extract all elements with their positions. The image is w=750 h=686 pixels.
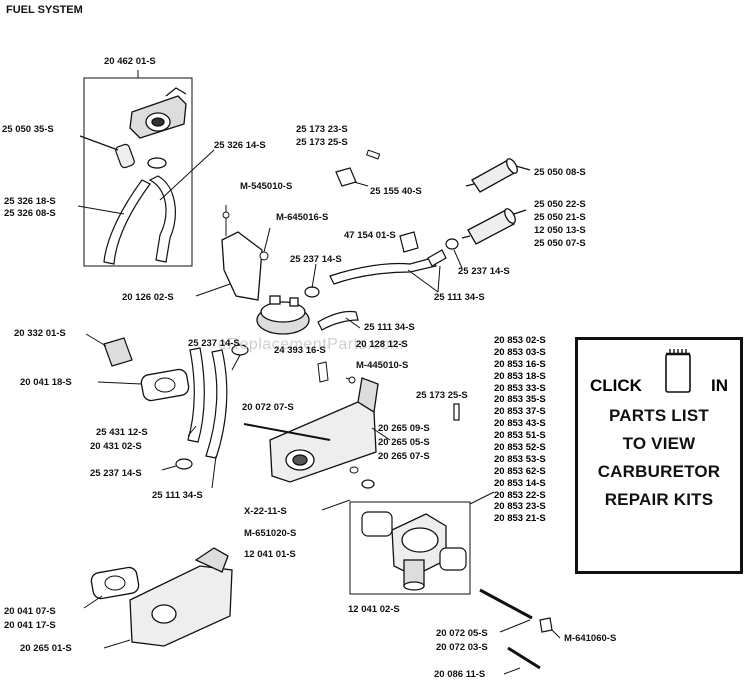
- label-25-326-08: 25 326 08-S: [4, 208, 56, 219]
- notebook-icon: [665, 349, 691, 393]
- inline-filter-top-drawing: [465, 158, 531, 193]
- diagram-title: FUEL SYSTEM: [6, 4, 83, 16]
- lower-manifold-drawing: [129, 547, 233, 647]
- label-20-086-11: 20 086 11-S: [434, 669, 486, 680]
- label-25-326-14: 25 326 14-S: [214, 140, 266, 151]
- in-text: IN: [711, 376, 728, 395]
- watermark: eReplacementParts.com: [218, 336, 404, 353]
- label-20-128-12: 20 128 12-S: [356, 339, 408, 350]
- carb-part-number: 20 853 33-S: [494, 382, 546, 394]
- carb-part-number: 20 853 43-S: [494, 418, 546, 430]
- callout-line-repair-kits: REPAIR KITS: [604, 490, 714, 509]
- label-20-332-01: 20 332 01-S: [14, 328, 66, 339]
- label-25-050-35: 25 050 35-S: [2, 124, 54, 135]
- label-25-237-14-pump: 25 237 14-S: [290, 254, 342, 265]
- label-12-041-01: 12 041 01-S: [244, 549, 296, 560]
- bracket-drawing: [221, 231, 263, 301]
- callout-line-carburetor: CARBURETOR: [597, 462, 721, 481]
- label-m-645016: M-645016-S: [276, 212, 329, 223]
- carb-part-number: 20 853 22-S: [494, 489, 546, 501]
- label-20-265-07: 20 265 07-S: [378, 451, 430, 462]
- carb-part-number: 20 853 16-S: [494, 358, 546, 370]
- label-m-545010: M-545010-S: [240, 181, 293, 192]
- label-25-326-18: 25 326 18-S: [4, 196, 56, 207]
- label-25-111-34-lower: 25 111 34-S: [152, 490, 203, 501]
- label-12-050-13: 12 050 13-S: [534, 225, 586, 236]
- carburetor-drawing: [391, 513, 447, 591]
- label-x-22-11: X-22-11-S: [244, 506, 287, 517]
- carb-part-number: 20 853 02-S: [494, 335, 546, 346]
- label-25-173-23: 25 173 23-S: [296, 124, 348, 135]
- label-25-237-14-filter: 25 237 14-S: [458, 266, 510, 277]
- carb-part-number: 20 853 14-S: [494, 477, 546, 489]
- label-m-445010: M-445010-S: [356, 360, 409, 371]
- label-25-173-25-mid: 25 173 25-S: [416, 390, 468, 401]
- fuel-tank-drawing: [129, 87, 187, 139]
- fuel-line-drawing: [329, 257, 437, 285]
- label-25-111-34-mid: 25 111 34-S: [364, 322, 415, 333]
- fuel-pump-drawing: [256, 295, 310, 335]
- carb-part-number: 20 853 51-S: [494, 430, 546, 442]
- callout-line-parts-list: PARTS LIST: [609, 406, 709, 425]
- label-20-041-17: 20 041 17-S: [4, 620, 56, 631]
- label-20-126-02: 20 126 02-S: [122, 292, 174, 303]
- carb-part-number: 20 853 21-S: [494, 513, 546, 525]
- label-20-265-01: 20 265 01-S: [20, 643, 72, 654]
- label-20-462-01: 20 462 01-S: [104, 56, 156, 67]
- carburetor-repair-kits-link[interactable]: CLICK IN PARTS LIST TO VIEW CARBURETOR R…: [575, 337, 743, 574]
- carb-part-number: 20 853 23-S: [494, 501, 546, 513]
- label-25-155-40: 25 155 40-S: [370, 186, 422, 197]
- carb-kit-frame: [349, 501, 471, 595]
- label-m-641060: M-641060-S: [564, 633, 617, 644]
- label-20-431-02: 20 431 02-S: [90, 441, 142, 452]
- hose-long-drawing: [103, 179, 151, 265]
- label-25-111-34-top: 25 111 34-S: [434, 292, 485, 303]
- carb-part-number: 20 853 03-S: [494, 346, 546, 358]
- label-25-173-25-top: 25 173 25-S: [296, 137, 348, 148]
- label-25-050-21: 25 050 21-S: [534, 212, 586, 223]
- label-20-072-03: 20 072 03-S: [436, 642, 488, 653]
- label-24-393-16: 24 393 16-S: [274, 345, 326, 356]
- label-25-050-22: 25 050 22-S: [534, 199, 586, 210]
- label-20-072-05: 20 072 05-S: [436, 628, 488, 639]
- label-25-237-14-left: 25 237 14-S: [188, 338, 240, 349]
- carb-part-number: 20 853 52-S: [494, 442, 546, 454]
- carb-part-number: 20 853 53-S: [494, 453, 546, 465]
- click-text: CLICK: [590, 376, 642, 395]
- inline-filter-mid-drawing: [461, 208, 527, 245]
- label-20-072-07: 20 072 07-S: [242, 402, 294, 413]
- label-20-041-07: 20 041 07-S: [4, 606, 56, 617]
- label-25-050-08: 25 050 08-S: [534, 167, 586, 178]
- label-20-265-05: 20 265 05-S: [378, 437, 430, 448]
- label-25-431-12: 25 431 12-S: [96, 427, 148, 438]
- label-25-050-07: 25 050 07-S: [534, 238, 586, 249]
- label-20-265-09: 20 265 09-S: [378, 423, 430, 434]
- label-20-041-18: 20 041 18-S: [20, 377, 72, 388]
- label-12-041-02: 12 041 02-S: [348, 604, 400, 615]
- carb-part-number: 20 853 37-S: [494, 406, 546, 418]
- carb-part-number: 20 853 35-S: [494, 394, 546, 406]
- label-47-154-01: 47 154 01-S: [344, 230, 396, 241]
- carb-part-number: 20 853 18-S: [494, 370, 546, 382]
- carb-part-number: 20 853 62-S: [494, 465, 546, 477]
- intake-manifold-drawing: [269, 377, 379, 483]
- click-row: CLICK IN: [578, 376, 740, 402]
- callout-line-to-view: TO VIEW: [622, 434, 696, 453]
- tank-filter-drawing: [79, 135, 135, 169]
- label-m-651020: M-651020-S: [244, 528, 297, 539]
- label-25-237-14-lower: 25 237 14-S: [90, 468, 142, 479]
